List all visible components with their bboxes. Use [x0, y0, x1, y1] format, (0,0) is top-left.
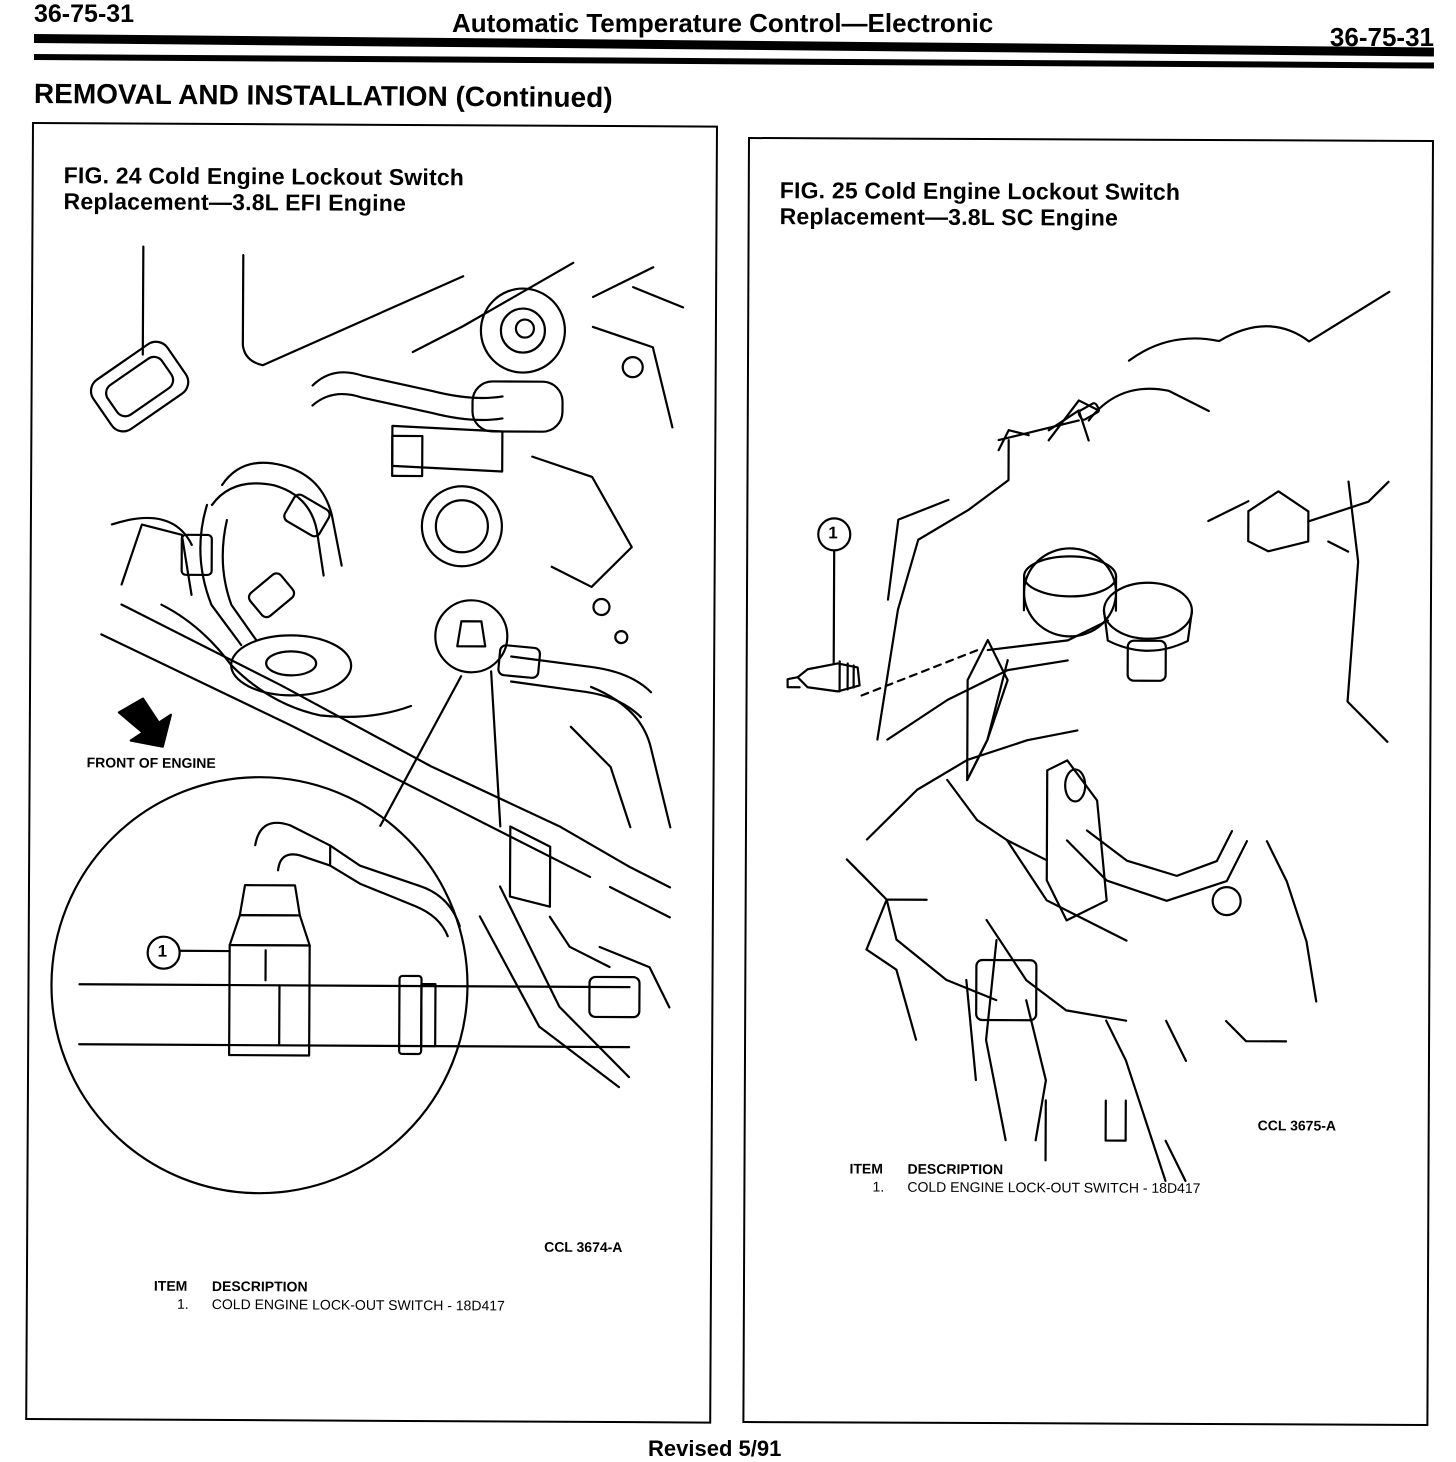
figure-24-callout: 1 — [157, 941, 168, 961]
figure-24-engine-illustration — [50, 245, 685, 1195]
figure-24-legend: ITEM DESCRIPTION 1. COLD ENGINE LOCK-OUT… — [154, 1277, 505, 1315]
figure-25-callout: 1 — [828, 523, 838, 543]
legend-header-description: DESCRIPTION — [211, 1277, 308, 1295]
figure-25-panel: FIG. 25 Cold Engine Lockout Switch Repla… — [742, 137, 1434, 1426]
page-number-left: 36-75-31 — [34, 0, 135, 28]
legend-item-number: 1. — [872, 1178, 885, 1195]
legend-item-description: COLD ENGINE LOCK-OUT SWITCH - 18D417 — [211, 1295, 505, 1314]
figure-25-legend: ITEM DESCRIPTION 1. COLD ENGINE LOCK-OUT… — [849, 1159, 1200, 1197]
figure-24-code: CCL 3674-A — [544, 1238, 623, 1256]
legend-header-item: ITEM — [849, 1160, 883, 1177]
legend-header-description: DESCRIPTION — [907, 1160, 1004, 1178]
header-rule-secondary — [33, 54, 1434, 69]
figure-25-code: CCL 3675-A — [1257, 1117, 1337, 1134]
chapter-title: Automatic Temperature Control—Electronic — [452, 8, 994, 38]
section-title: REMOVAL AND INSTALLATION (Continued) — [33, 78, 613, 114]
figure-25-engine-illustration — [786, 290, 1391, 1183]
legend-item-description: COLD ENGINE LOCK-OUT SWITCH - 18D417 — [907, 1178, 1201, 1196]
legend-item-number: 1. — [176, 1295, 189, 1312]
legend-header-item: ITEM — [153, 1277, 188, 1294]
revision-footer: Revised 5/91 — [648, 1436, 782, 1461]
front-of-engine-label: FRONT OF ENGINE — [86, 754, 216, 771]
figure-24-panel: FIG. 24 Cold Engine Lockout Switch Repla… — [25, 122, 718, 1424]
